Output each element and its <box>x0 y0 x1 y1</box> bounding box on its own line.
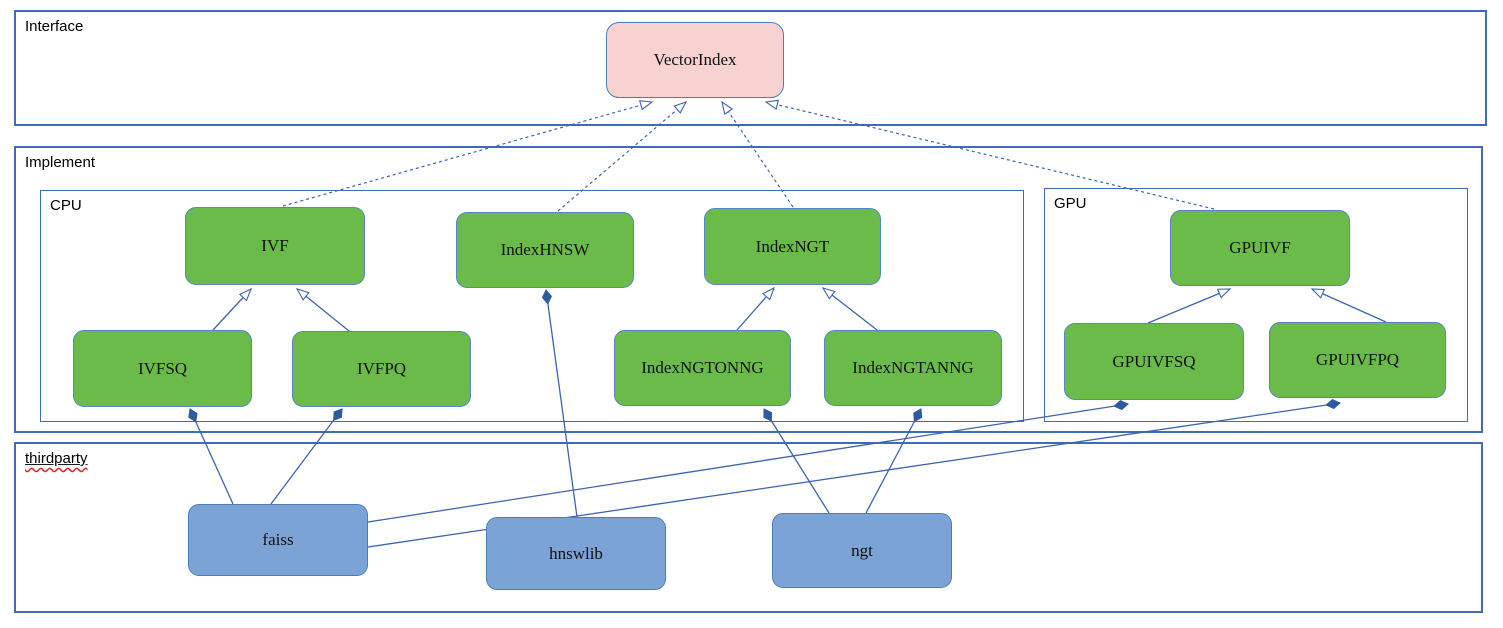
node-indexngtanng-label: IndexNGTANNG <box>852 358 974 377</box>
node-indexhnsw[interactable]: IndexHNSW <box>456 212 634 288</box>
cpu-container-label: CPU <box>50 197 82 214</box>
edge-ivf-vectorindex[interactable] <box>282 100 654 207</box>
edge-faiss-ivfpq[interactable] <box>270 408 343 505</box>
node-gpuivfpq[interactable]: GPUIVFPQ <box>1269 322 1446 398</box>
node-vectorindex[interactable]: VectorIndex <box>606 22 784 98</box>
node-gpuivfsq-label: GPUIVFSQ <box>1112 351 1196 371</box>
edge-hnswlib-indexhnsw[interactable] <box>541 289 578 518</box>
node-indexhnsw-label: IndexHNSW <box>500 240 590 259</box>
thirdparty-container-label: thirdparty <box>25 450 88 467</box>
node-indexngtonng[interactable]: IndexNGTONNG <box>614 330 791 406</box>
edge-ivfpq-ivf[interactable] <box>295 288 350 332</box>
edge-indexngtanng-indexngt[interactable] <box>821 287 878 331</box>
node-gpuivf-label: GPUIVF <box>1229 238 1291 257</box>
node-indexngt-label: IndexNGT <box>755 236 830 256</box>
interface-container-label: Interface <box>25 18 84 35</box>
node-gpuivf[interactable]: GPUIVF <box>1170 210 1350 286</box>
node-gpuivfsq[interactable]: GPUIVFSQ <box>1064 323 1244 400</box>
implement-container[interactable]: Implement <box>14 146 1483 433</box>
node-hnswlib[interactable]: hnswlib <box>486 517 666 590</box>
node-ngt-label: ngt <box>851 540 873 560</box>
thirdparty-label-text: thirdparty <box>25 450 88 467</box>
gpu-container-label: GPU <box>1054 195 1087 212</box>
node-faiss-label: faiss <box>262 530 294 549</box>
edge-indexngtonng-indexngt[interactable] <box>736 286 775 331</box>
node-ivfpq[interactable]: IVFPQ <box>292 331 471 407</box>
node-ivfpq-label: IVFPQ <box>356 359 407 378</box>
edge-faiss-ivfsq[interactable] <box>188 408 234 505</box>
node-indexngtonng-label: IndexNGTONNG <box>641 358 764 377</box>
node-faiss[interactable]: faiss <box>188 504 368 576</box>
node-ivf-label: IVF <box>261 236 289 255</box>
node-vectorindex-label: VectorIndex <box>653 50 737 69</box>
edge-gpuivfsq-gpuivf[interactable] <box>1147 288 1232 324</box>
node-indexngt[interactable]: IndexNGT <box>704 208 881 285</box>
edge-gpuivfpq-gpuivf[interactable] <box>1310 288 1387 323</box>
node-ngt[interactable]: ngt <box>772 513 952 588</box>
node-ivfsq[interactable]: IVFSQ <box>73 330 252 407</box>
node-gpuivfpq-label: GPUIVFPQ <box>1315 350 1400 369</box>
interface-container[interactable]: Interface <box>14 10 1487 126</box>
node-indexngtanng[interactable]: IndexNGTANNG <box>824 330 1002 406</box>
thirdparty-container[interactable]: thirdparty <box>14 442 1483 613</box>
edge-ngt-indexngtanng[interactable] <box>865 408 923 514</box>
cpu-container[interactable]: CPU <box>40 190 1024 422</box>
edge-faiss-gpuivfsq[interactable] <box>367 400 1129 523</box>
edge-gpuivf-vectorindex[interactable] <box>764 99 1215 210</box>
node-ivf[interactable]: IVF <box>185 207 365 285</box>
node-ivfsq-label: IVFSQ <box>137 358 188 378</box>
gpu-container[interactable]: GPU <box>1044 188 1468 422</box>
edge-ngt-indexngtonng[interactable] <box>763 408 830 514</box>
implement-container-label: Implement <box>25 154 96 171</box>
edge-indexngt-vectorindex[interactable] <box>721 100 794 208</box>
edge-ivfsq-ivf[interactable] <box>212 287 253 331</box>
edge-indexhnsw-vectorindex[interactable] <box>557 101 688 212</box>
node-hnswlib-label: hnswlib <box>549 543 603 563</box>
